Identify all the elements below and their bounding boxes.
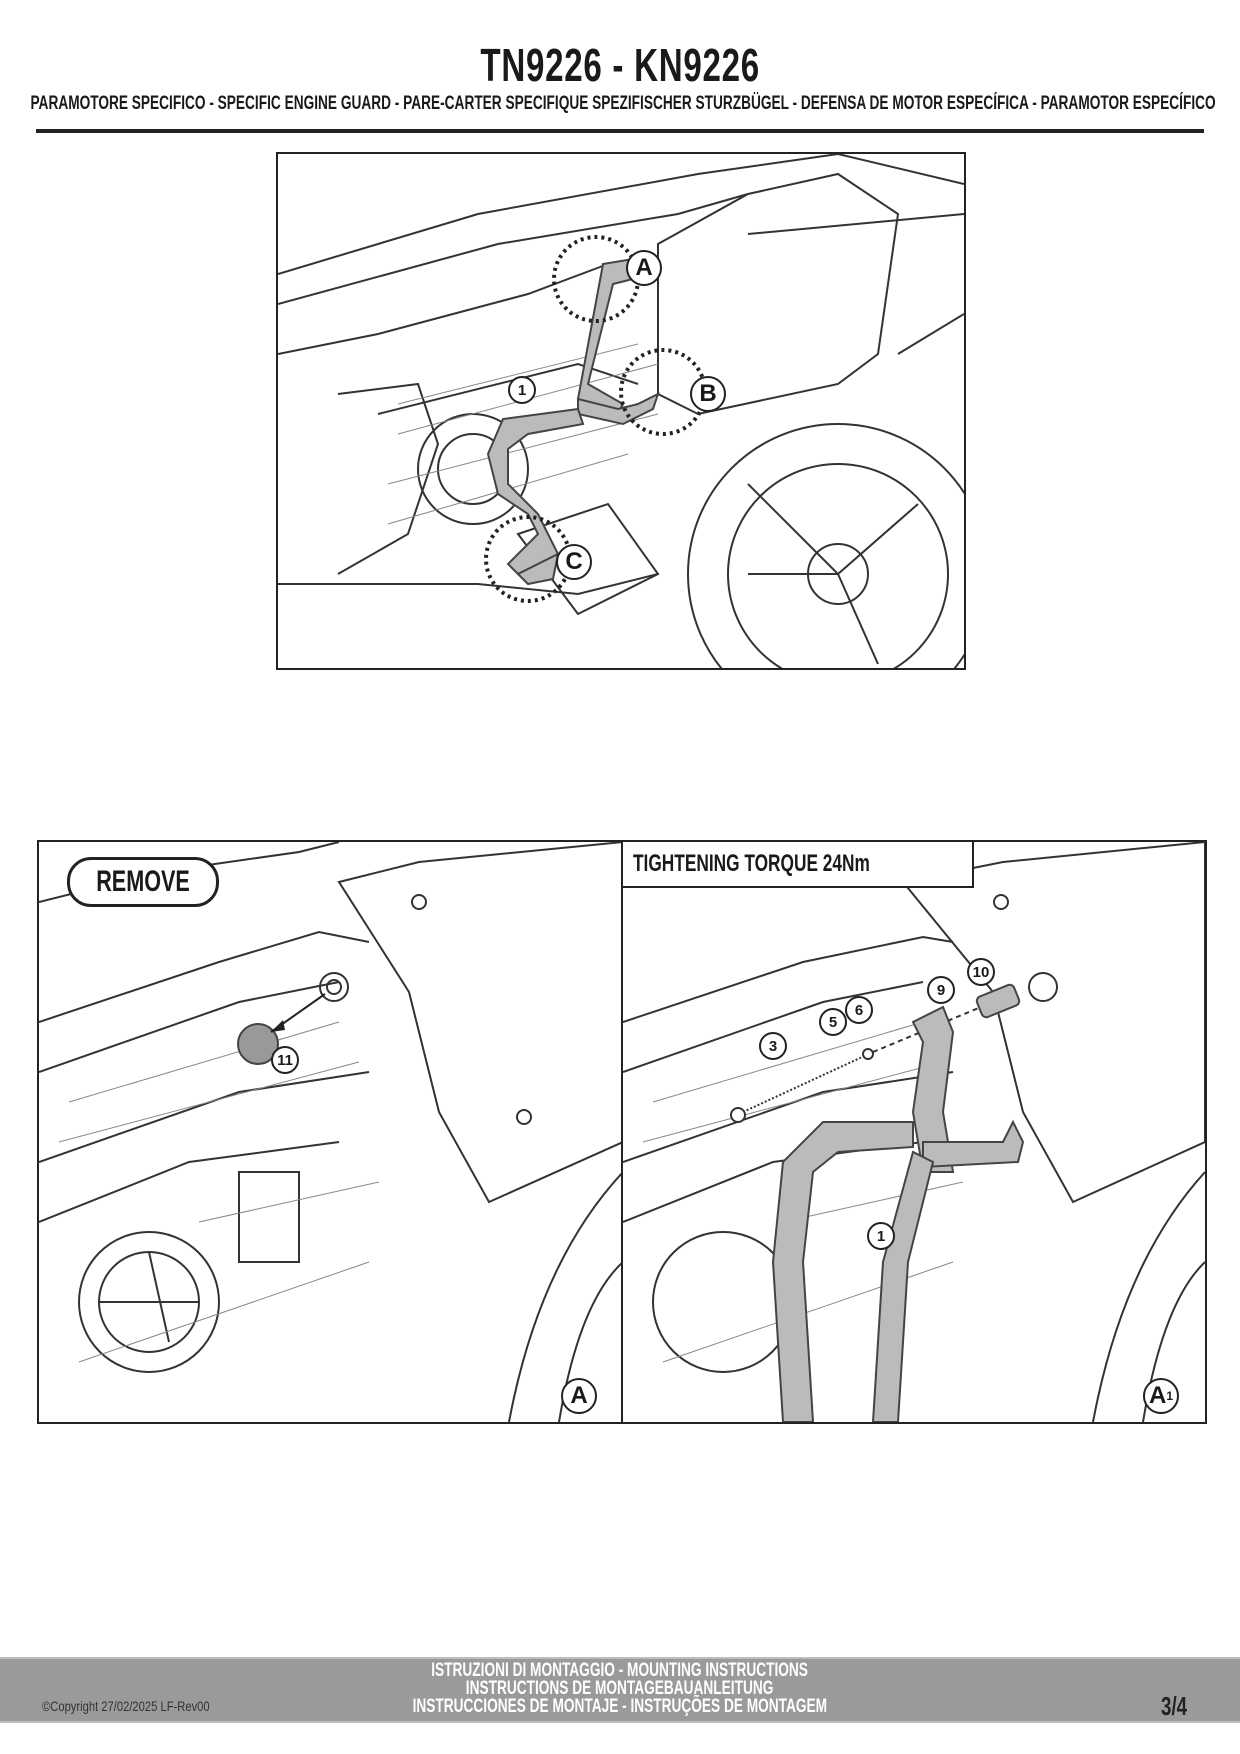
part-number-1: 1 [867, 1222, 895, 1250]
step-a-illustration: REMOVE 11 A [37, 840, 625, 1424]
header-divider [36, 129, 1204, 133]
footer-line-2: INSTRUCTIONS DE MONTAGEBAUANLEITUNG [466, 1678, 774, 1699]
page-number: 3/4 [1160, 1691, 1187, 1721]
torque-label: TIGHTENING TORQUE 24Nm [623, 842, 974, 888]
copyright: ©Copyright 27/02/2025 LF-Rev00 [42, 1698, 210, 1714]
cap-part [237, 1023, 279, 1065]
part-number-6: 6 [845, 996, 873, 1024]
footer-line-3: INSTRUCCIONES DE MONTAJE - INSTRUÇÕES DE… [412, 1696, 828, 1717]
callout-c: C [556, 544, 592, 580]
footer-band: ISTRUZIONI DI MONTAGGIO - MOUNTING INSTR… [0, 1657, 1240, 1723]
part-number-11: 11 [271, 1046, 299, 1074]
motorcycle-overview-drawing [278, 154, 964, 668]
overview-illustration: A B C 1 [276, 152, 966, 670]
callout-b: B [690, 376, 726, 412]
tightening-drawing [623, 842, 1205, 1422]
part-number-3: 3 [759, 1032, 787, 1060]
part-number-9: 9 [927, 976, 955, 1004]
document-title: TN9226 - KN9226 [480, 39, 760, 91]
remove-label: REMOVE [67, 857, 219, 907]
part-number-5: 5 [819, 1008, 847, 1036]
document-subtitle: PARAMOTORE SPECIFICO - SPECIFIC ENGINE G… [30, 93, 1216, 114]
footer-line-1: ISTRUZIONI DI MONTAGGIO - MOUNTING INSTR… [431, 1660, 809, 1681]
step-label-a: A [561, 1378, 597, 1414]
remove-cap-drawing [39, 842, 623, 1422]
part-number-10: 10 [967, 958, 995, 986]
part-number-1: 1 [508, 376, 536, 404]
callout-a: A [626, 250, 662, 286]
